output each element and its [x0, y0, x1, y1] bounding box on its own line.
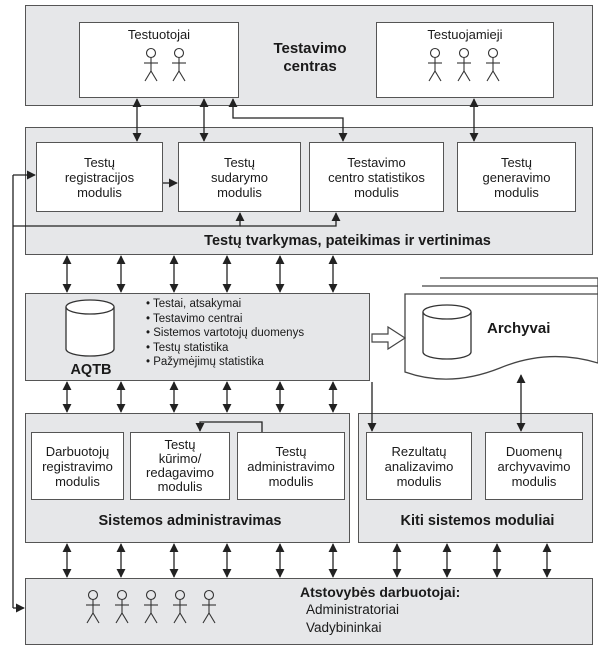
database-to-archive-arrow: [371, 325, 407, 351]
module-line: Testų: [500, 154, 533, 170]
statistics-module: Testavimo centro statistikos modulis: [309, 142, 444, 212]
module-line: registravimo: [42, 458, 113, 474]
module-line: Rezultatų: [391, 443, 447, 459]
module-line: Testų: [83, 154, 116, 170]
data-archiving-module: Duomenų archyvavimo modulis: [485, 432, 583, 500]
module-line: Duomenų: [505, 443, 563, 459]
testing-center-title-line2: centras: [283, 58, 337, 75]
module-line: Darbuotojų: [45, 443, 110, 459]
module-line: Testų: [275, 443, 307, 459]
module-line: archyvavimo: [497, 458, 571, 474]
test-administration-module: Testų administravimo modulis: [237, 432, 345, 500]
module-line: modulis: [396, 473, 442, 489]
module-line: centro statistikos: [328, 169, 425, 185]
module-line: Testavimo: [347, 154, 406, 170]
representatives-band: [25, 578, 593, 645]
system-admin-title: Sistemos administravimas: [98, 513, 282, 529]
testing-center-title: Testavimo centras: [255, 40, 365, 76]
testees-box: Testuojamieji: [376, 22, 554, 98]
archive-label: Archyvai: [487, 320, 550, 337]
archive-stack-icon: [404, 277, 598, 380]
module-line: generavimo: [482, 169, 551, 185]
test-generation-module: Testų generavimo modulis: [457, 142, 576, 212]
testers-label: Testuotojai: [127, 27, 191, 42]
module-line: Testų: [223, 154, 256, 170]
module-line: modulis: [55, 473, 100, 489]
module-line: modulis: [354, 184, 399, 200]
module-line: registracijos: [64, 169, 135, 185]
module-line: modulis: [511, 473, 557, 489]
database-items: • Testai, atsakymai • Testavimo centrai …: [146, 297, 304, 370]
module-line: Testų: [164, 437, 196, 452]
module-line: kūrimo/: [158, 451, 202, 466]
representatives-title: Atstovybės darbuotojai:: [300, 584, 461, 600]
testing-center-title-line1: Testavimo: [273, 40, 347, 57]
representatives-role: Administratoriai: [306, 602, 400, 617]
module-line: sudarymo: [210, 169, 269, 185]
archive-cylinder-icon: [422, 304, 472, 360]
staff-registration-module: Darbuotojų registravimo modulis: [31, 432, 124, 500]
test-editing-module: Testų kūrimo/ redagavimo modulis: [130, 432, 230, 500]
module-line: modulis: [157, 479, 203, 494]
testers-box: Testuotojai: [79, 22, 239, 98]
database-item: • Pažymėjimų statistika: [146, 356, 264, 368]
module-line: modulis: [268, 473, 314, 489]
test-management-title: Testų tvarkymas, pateikimas ir vertinima…: [204, 233, 491, 249]
database-name: AQTB: [70, 362, 112, 378]
module-line: modulis: [217, 184, 262, 200]
test-composition-module: Testų sudarymo modulis: [178, 142, 301, 212]
module-line: modulis: [77, 184, 122, 200]
database-item: • Testų statistika: [146, 341, 229, 354]
module-line: analizavimo: [384, 458, 454, 474]
test-registration-module: Testų registracijos modulis: [36, 142, 163, 212]
database-item: • Testavimo centrai: [146, 312, 243, 325]
module-line: administravimo: [247, 458, 335, 474]
database-item: • Testai, atsakymai: [146, 298, 242, 310]
result-analysis-module: Rezultatų analizavimo modulis: [366, 432, 472, 500]
testees-label: Testuojamieji: [427, 27, 503, 42]
module-line: modulis: [494, 184, 539, 200]
representatives-text: Atstovybės darbuotojai: Administratoriai…: [300, 583, 460, 637]
other-modules-title: Kiti sistemos moduliai: [400, 513, 555, 529]
database-item: • Sistemos vartotojų duomenys: [146, 327, 305, 339]
module-line: redagavimo: [146, 465, 214, 480]
representatives-role: Vadybininkai: [306, 620, 382, 635]
